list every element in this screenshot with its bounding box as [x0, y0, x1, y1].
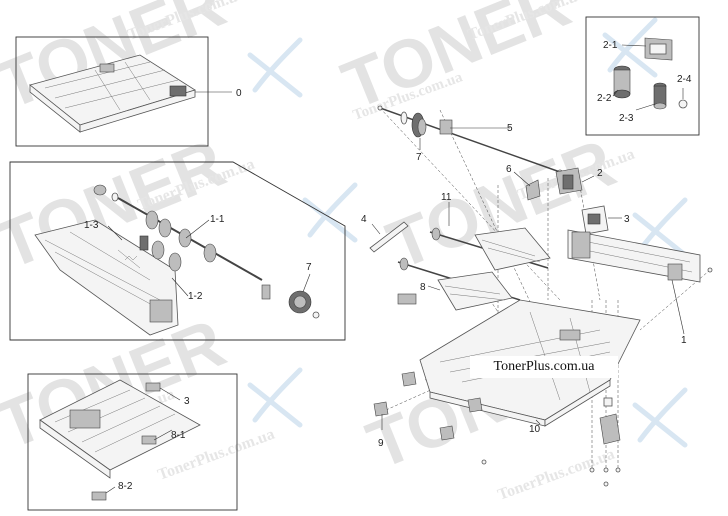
inset-frame-2: 2-1 2-2 2-3 2-4 [585, 16, 700, 136]
tray-plate-assembly [39, 379, 201, 501]
callout-2-4: 2-4 [677, 74, 692, 85]
inset-frame-1: 1-1 1-3 1-2 7 [9, 161, 346, 341]
callout-10: 10 [529, 424, 541, 435]
roller-2-2 [613, 65, 631, 99]
watermark-url-8: TonerPlus.com.ua [496, 446, 617, 504]
callout-3-main: 3 [624, 214, 630, 225]
pickup-shaft [117, 197, 263, 281]
callout-11: 11 [441, 192, 452, 203]
callout-5: 5 [507, 123, 513, 134]
side-frame-1 [567, 229, 713, 283]
callout-2: 2 [597, 168, 603, 179]
guide-bar-4 [369, 221, 409, 253]
callout-4: 4 [361, 214, 367, 225]
gear-7-inset [288, 290, 320, 319]
callout-8-main: 8 [420, 282, 426, 293]
callout-1-1: 1-1 [210, 214, 225, 225]
pickup-assembly [34, 219, 179, 336]
guide-assembly-8 [397, 257, 521, 311]
guide-assembly-11 [429, 227, 551, 271]
roller-holder-2 [555, 167, 583, 195]
callout-1: 1 [681, 335, 687, 346]
callout-0: 0 [236, 88, 242, 99]
callout-9: 9 [378, 438, 384, 449]
clips-9 [373, 371, 487, 465]
callout-3-inset: 3 [184, 396, 190, 407]
bracket-small [261, 284, 271, 300]
lower-right-hardware [589, 397, 621, 487]
callout-8-1: 8-1 [171, 430, 186, 441]
callout-7-main: 7 [416, 152, 422, 163]
bracket-3 [581, 205, 609, 235]
callout-2-3: 2-3 [619, 113, 634, 124]
roller-2-3 [653, 82, 667, 110]
tray-frame-assembly [29, 54, 196, 133]
callout-2-1: 2-1 [603, 40, 618, 51]
inset-frame-0: 0 [15, 36, 242, 147]
callout-2-2: 2-2 [597, 93, 612, 104]
inset-frame-8: 3 8-1 8-2 [27, 373, 238, 511]
roller-holder-2-1 [644, 37, 673, 61]
callout-6: 6 [506, 164, 512, 175]
ring-2-4 [678, 99, 688, 109]
callout-1-3: 1-3 [84, 220, 99, 231]
spring-1-3 [117, 249, 141, 269]
gear-small [93, 184, 107, 196]
callout-8-2: 8-2 [118, 481, 133, 492]
ring-washer [111, 192, 119, 202]
brand-label: TonerPlus.com.ua [470, 356, 618, 378]
callout-7-inset: 7 [306, 262, 312, 273]
clip-6 [525, 179, 541, 201]
watermark-swoosh-group [247, 17, 688, 448]
callout-1-2: 1-2 [188, 291, 203, 302]
pickup-rollers [139, 235, 182, 272]
